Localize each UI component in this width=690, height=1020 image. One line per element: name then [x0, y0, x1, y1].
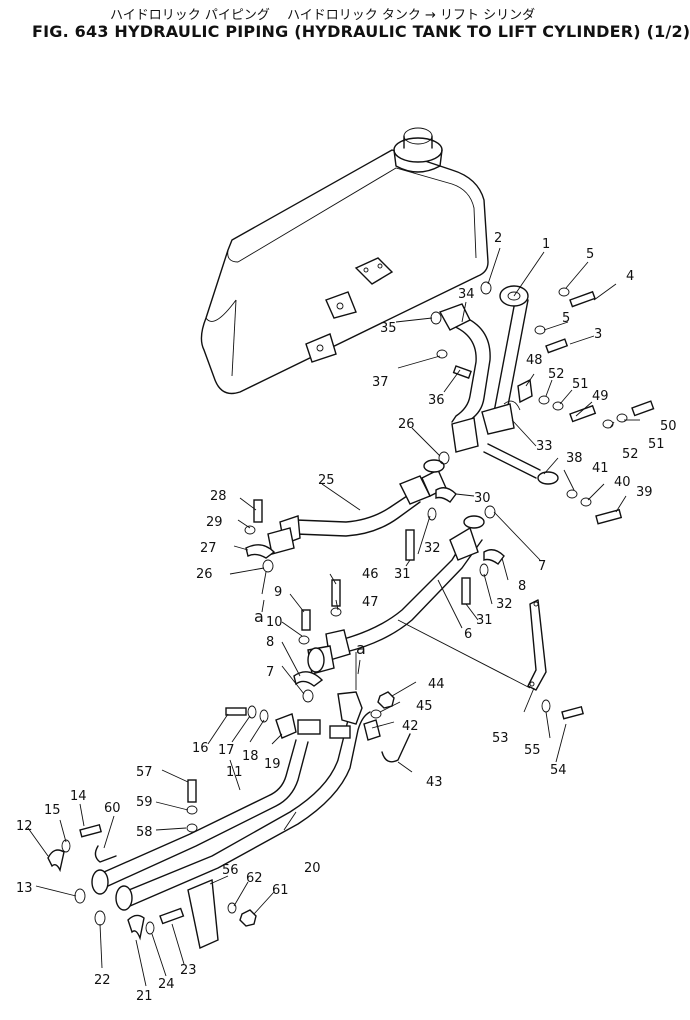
- pipe-1: [481, 285, 529, 435]
- callout-a-connection: a: [254, 607, 264, 626]
- callout-55: 55: [524, 743, 541, 758]
- callout-8: 8: [518, 579, 526, 594]
- callout-40: 40: [614, 475, 631, 490]
- callout-19: 19: [264, 757, 281, 772]
- callout-36: 36: [428, 393, 445, 408]
- callout-33: 33: [536, 439, 553, 454]
- callout-26: 26: [398, 417, 415, 432]
- callout-5-second: 5: [562, 311, 570, 326]
- callout-8-second: 8: [266, 635, 274, 650]
- callout-53: 53: [492, 731, 509, 746]
- callout-37: 37: [372, 375, 389, 390]
- callout-35: 35: [380, 321, 397, 336]
- callout-13: 13: [16, 881, 33, 896]
- callout-45: 45: [416, 699, 433, 714]
- callout-15: 15: [44, 803, 61, 818]
- callout-7-second: 7: [266, 665, 274, 680]
- pipe-38: [483, 443, 559, 485]
- callout-52-second: 52: [622, 447, 639, 462]
- callout-56: 56: [222, 863, 239, 878]
- callout-labels: 1 2 3 4 5 5 6 7 7 8 8 9 10 11 12 13 14 1…: [16, 231, 677, 1004]
- callout-5: 5: [586, 247, 594, 262]
- callout-6: 6: [464, 627, 472, 642]
- callout-22: 22: [94, 973, 111, 988]
- pipe-11: [91, 739, 309, 895]
- hose-6: [307, 515, 485, 675]
- callout-58: 58: [136, 825, 153, 840]
- leader-lines: [27, 247, 640, 987]
- callout-23: 23: [180, 963, 197, 978]
- callout-50: 50: [660, 419, 677, 434]
- callout-61: 61: [272, 883, 289, 898]
- callout-34: 34: [458, 287, 475, 302]
- callout-57: 57: [136, 765, 153, 780]
- callout-28: 28: [210, 489, 227, 504]
- callout-43: 43: [426, 775, 443, 790]
- hydraulic-tank: [200, 127, 489, 395]
- callout-39: 39: [636, 485, 653, 500]
- callout-29: 29: [206, 515, 223, 530]
- callout-a-connection-second: a: [356, 639, 366, 658]
- callout-3: 3: [594, 327, 602, 342]
- callout-20: 20: [304, 861, 321, 876]
- callout-7: 7: [538, 559, 546, 574]
- bracket-53: [527, 599, 547, 691]
- callout-51: 51: [572, 377, 589, 392]
- callout-51-second: 51: [648, 437, 665, 452]
- callout-16: 16: [192, 741, 209, 756]
- callout-10: 10: [266, 615, 283, 630]
- callout-9: 9: [274, 585, 282, 600]
- callout-47: 47: [362, 595, 379, 610]
- callout-4: 4: [626, 269, 634, 284]
- callout-18: 18: [242, 749, 259, 764]
- callout-42: 42: [402, 719, 419, 734]
- callout-1: 1: [542, 237, 550, 252]
- callout-44: 44: [428, 677, 445, 692]
- callout-59: 59: [136, 795, 153, 810]
- diagram-title-japanese: ハイドロリック パイピング ハイドロリック タンク → リフト シリンダ: [110, 8, 536, 23]
- callout-49: 49: [592, 389, 609, 404]
- callout-11: 11: [226, 765, 243, 780]
- callout-12: 12: [16, 819, 33, 834]
- callout-52: 52: [548, 367, 565, 382]
- suction-pipe-34: [438, 303, 491, 453]
- diagram-title: FIG. 643 HYDRAULIC PIPING (HYDRAULIC TAN…: [32, 22, 690, 41]
- callout-38: 38: [566, 451, 583, 466]
- callout-21: 21: [136, 989, 153, 1004]
- callout-27: 27: [200, 541, 217, 556]
- callout-54: 54: [550, 763, 567, 778]
- callout-32-second: 32: [496, 597, 513, 612]
- callout-2: 2: [494, 231, 502, 246]
- callout-30: 30: [474, 491, 491, 506]
- callout-60: 60: [104, 801, 121, 816]
- hose-25: [267, 459, 447, 555]
- small-parts: [47, 281, 655, 949]
- callout-31-second: 31: [476, 613, 493, 628]
- callout-41: 41: [592, 461, 609, 476]
- callout-24: 24: [158, 977, 175, 992]
- callout-31: 31: [394, 567, 411, 582]
- callout-26-second: 26: [196, 567, 213, 582]
- callout-48: 48: [526, 353, 543, 368]
- callout-25: 25: [318, 473, 335, 488]
- callout-46: 46: [362, 567, 379, 582]
- callout-14: 14: [70, 789, 87, 804]
- callout-17: 17: [218, 743, 235, 758]
- callout-62: 62: [246, 871, 263, 886]
- callout-32: 32: [424, 541, 441, 556]
